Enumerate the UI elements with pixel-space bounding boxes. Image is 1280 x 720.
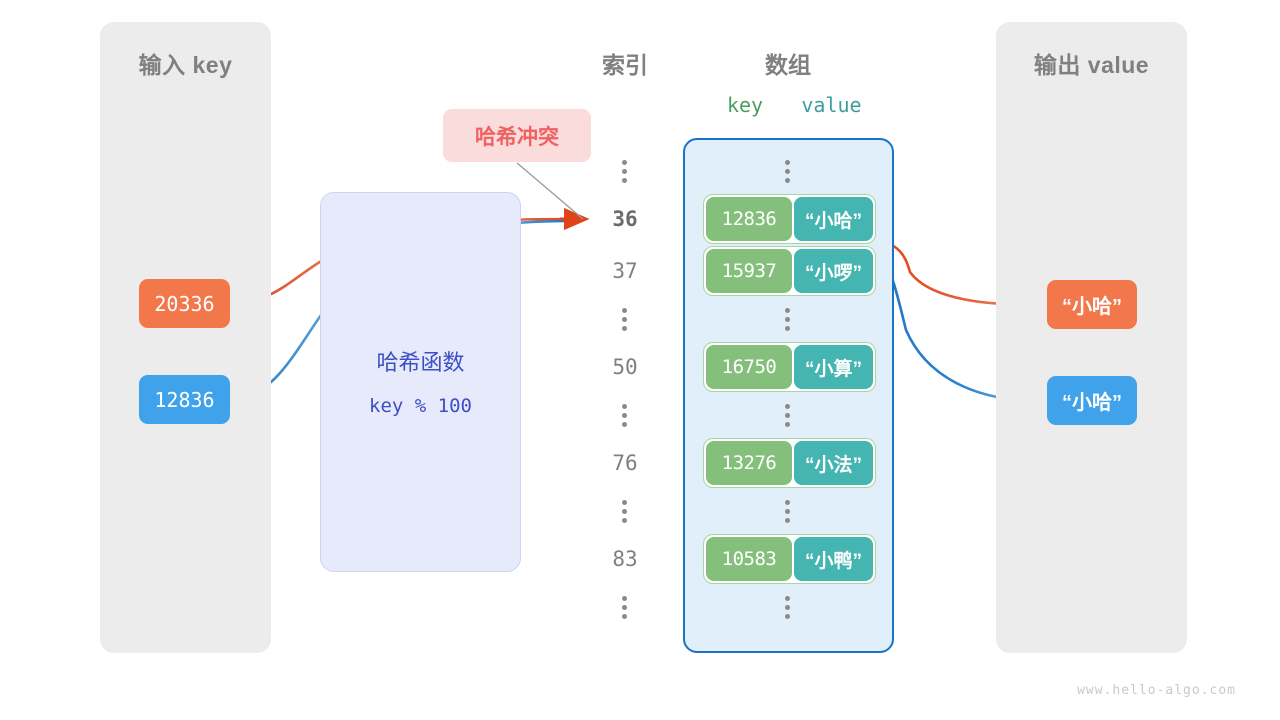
cell-key: 10583 bbox=[706, 537, 792, 581]
cell-value: “小算” bbox=[794, 345, 873, 389]
key-value-header: key value bbox=[703, 93, 876, 117]
hash-function-box bbox=[320, 192, 521, 572]
index-ellipsis bbox=[622, 592, 628, 623]
cell-value: “小哈” bbox=[794, 197, 873, 241]
index-ellipsis bbox=[622, 400, 628, 431]
input-panel-title: 输入 key bbox=[138, 52, 233, 78]
input-key-chip-1: 12836 bbox=[139, 375, 230, 424]
array-ellipsis bbox=[785, 304, 791, 335]
index-label-36: 36 bbox=[612, 207, 638, 231]
index-ellipsis bbox=[622, 304, 628, 335]
array-column-heading: 数组 bbox=[765, 52, 811, 78]
cell-value: “小啰” bbox=[794, 249, 873, 293]
array-ellipsis bbox=[785, 400, 791, 431]
value-header-label: value bbox=[801, 93, 862, 117]
output-panel: 输出 value bbox=[996, 22, 1187, 653]
cell-value: “小法” bbox=[794, 441, 873, 485]
input-panel: 输入 key bbox=[100, 22, 271, 653]
array-ellipsis bbox=[785, 156, 791, 187]
cell-key: 13276 bbox=[706, 441, 792, 485]
index-ellipsis bbox=[622, 496, 628, 527]
cell-key: 12836 bbox=[706, 197, 792, 241]
index-ellipsis bbox=[622, 156, 628, 187]
array-cell: 16750“小算” bbox=[703, 342, 876, 392]
output-value-chip-1: “小哈” bbox=[1047, 376, 1137, 425]
array-cell: 15937“小啰” bbox=[703, 246, 876, 296]
array-cell: 12836“小哈” bbox=[703, 194, 876, 244]
array-cell: 10583“小鸭” bbox=[703, 534, 876, 584]
input-key-chip-0: 20336 bbox=[139, 279, 230, 328]
cell-key: 15937 bbox=[706, 249, 792, 293]
cell-value: “小鸭” bbox=[794, 537, 873, 581]
index-label-37: 37 bbox=[612, 259, 638, 283]
output-value-chip-0: “小哈” bbox=[1047, 280, 1137, 329]
index-label-76: 76 bbox=[612, 451, 638, 475]
hash-function-title: 哈希函数 bbox=[376, 350, 465, 375]
array-cell: 13276“小法” bbox=[703, 438, 876, 488]
output-panel-title: 输出 value bbox=[1033, 52, 1150, 78]
hash-function-formula: key % 100 bbox=[369, 395, 472, 417]
array-ellipsis bbox=[785, 592, 791, 623]
cell-key: 16750 bbox=[706, 345, 792, 389]
watermark: www.hello-algo.com bbox=[1077, 683, 1236, 698]
index-column-heading: 索引 bbox=[602, 52, 648, 78]
array-ellipsis bbox=[785, 496, 791, 527]
index-label-83: 83 bbox=[612, 547, 638, 571]
index-label-50: 50 bbox=[612, 355, 638, 379]
hash-collision-callout: 哈希冲突 bbox=[443, 109, 591, 162]
key-header-label: key bbox=[726, 93, 764, 117]
